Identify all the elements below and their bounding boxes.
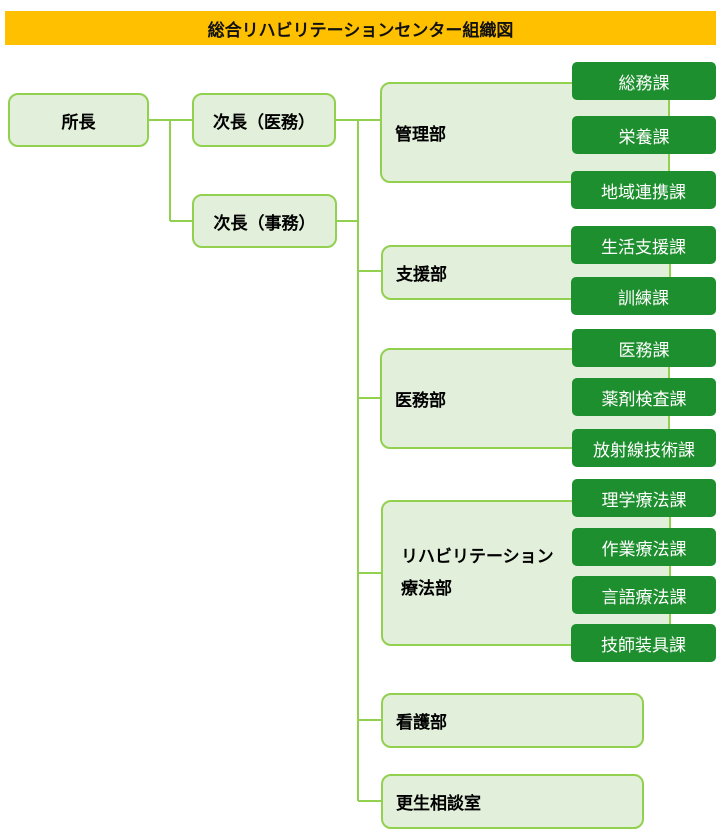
deputy-medical-box: 次長（医務） (192, 93, 336, 147)
department-label: 更生相談室 (396, 794, 481, 814)
department-label: 医務部 (395, 391, 446, 411)
section-occupational-therapy: 作業療法課 (572, 528, 716, 566)
deputy-admin-label: 次長（事務） (213, 213, 316, 234)
department-label: 支援部 (396, 265, 447, 285)
section-label: 訓練課 (618, 288, 669, 309)
department-nursing: 看護部 (381, 693, 644, 748)
section-physical-therapy: 理学療法課 (572, 479, 716, 517)
section-label: 地域連携課 (601, 182, 686, 203)
department-rehabilitation: リハビリテーション 療法部 (381, 500, 671, 646)
section-label: 総務課 (618, 73, 670, 94)
section-label: 放射線技術課 (593, 440, 695, 461)
deputy-admin-box: 次長（事務） (192, 194, 337, 248)
section-speech-therapy: 言語療法課 (572, 576, 716, 614)
department-label-line2: 療法部 (401, 579, 452, 599)
section-label: 栄養課 (618, 127, 670, 148)
section-radiology: 放射線技術課 (572, 429, 716, 467)
section-life-support: 生活支援課 (571, 226, 716, 264)
department-label: 管理部 (395, 125, 446, 145)
department-label: 看護部 (396, 713, 447, 733)
section-prosthetics: 技師装具課 (571, 624, 716, 662)
section-label: 作業療法課 (601, 539, 687, 560)
section-label: 生活支援課 (601, 237, 686, 258)
section-training: 訓練課 (571, 277, 716, 315)
section-label: 言語療法課 (601, 587, 687, 608)
chart-title: 総合リハビリテーションセンター組織図 (5, 11, 716, 45)
section-community-liaison: 地域連携課 (571, 171, 716, 209)
section-general-affairs: 総務課 (572, 62, 716, 100)
deputy-medical-label: 次長（医務） (213, 112, 315, 133)
department-label-line1: リハビリテーション (401, 547, 554, 567)
section-label: 医務課 (618, 340, 670, 361)
department-counseling: 更生相談室 (381, 774, 644, 829)
section-pharmacy-testing: 薬剤検査課 (572, 378, 716, 416)
director-label: 所長 (61, 112, 96, 133)
section-label: 理学療法課 (601, 490, 687, 511)
section-nutrition: 栄養課 (572, 116, 716, 154)
section-label: 技師装具課 (601, 635, 686, 656)
director-box: 所長 (8, 93, 149, 147)
section-label: 薬剤検査課 (601, 389, 687, 410)
section-medical-affairs: 医務課 (572, 329, 716, 367)
